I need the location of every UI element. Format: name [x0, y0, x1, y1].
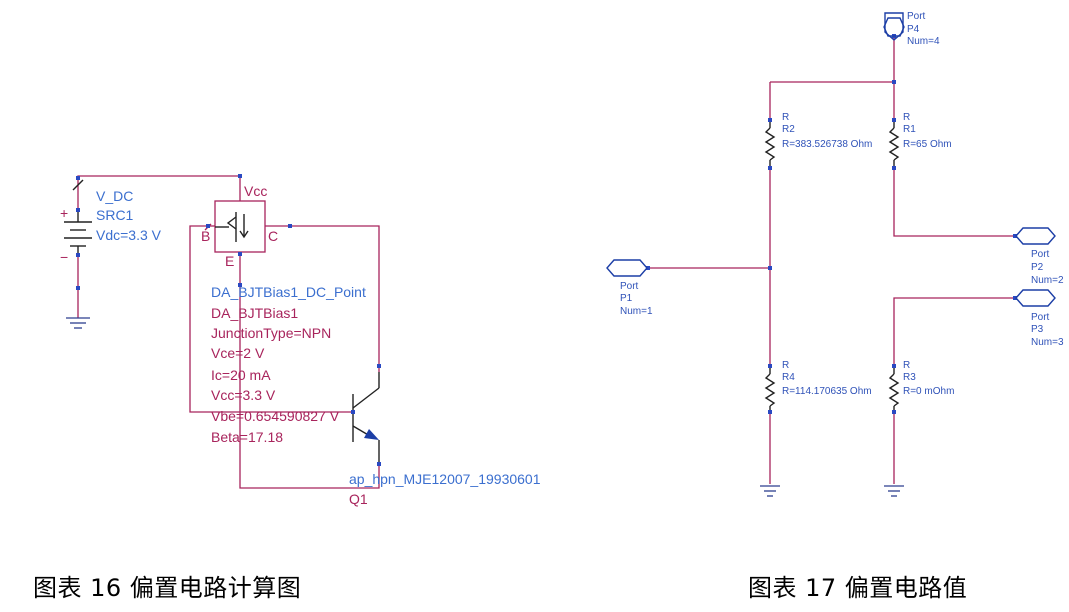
- r4-type-label: R: [782, 360, 789, 371]
- r2-type-label: R: [782, 112, 789, 123]
- npn-transistor[interactable]: [352, 372, 380, 465]
- r1-name-label: R1: [903, 124, 916, 135]
- r3-type-label: R: [903, 360, 910, 371]
- source-minus-sign: −: [60, 249, 68, 265]
- bias-param-junction: JunctionType=NPN: [211, 325, 331, 341]
- p4-name-label: P4: [907, 24, 920, 35]
- p3-type-label: Port: [1031, 312, 1050, 323]
- p3-name-label: P3: [1031, 324, 1044, 335]
- bias-param-vbe: Vbe=0.654590827 V: [211, 408, 340, 424]
- bias-param-name: DA_BJTBias1: [211, 305, 298, 321]
- port-p1[interactable]: [606, 259, 648, 277]
- bias-pin-e: E: [225, 253, 234, 269]
- bias-pin-vcc: Vcc: [244, 183, 267, 199]
- p1-type-label: Port: [620, 281, 639, 292]
- r2-value-label: R=383.526738 Ohm: [782, 139, 872, 150]
- bias-param-beta: Beta=17.18: [211, 429, 283, 445]
- p2-num-label: Num=2: [1031, 275, 1064, 286]
- resistor-r1[interactable]: [888, 120, 900, 168]
- resistor-r3[interactable]: [888, 366, 900, 412]
- source-name-label: SRC1: [96, 207, 134, 223]
- p3-num-label: Num=3: [1031, 337, 1064, 348]
- port-p2[interactable]: [1015, 227, 1056, 245]
- port-p3[interactable]: [1015, 289, 1056, 307]
- source-plus-sign: +: [60, 205, 68, 221]
- bias-pin-c: C: [268, 228, 278, 244]
- transistor-name-label: Q1: [349, 491, 368, 507]
- source-voltage-label: Vdc=3.3 V: [96, 227, 162, 243]
- bjt-bias-block[interactable]: [204, 200, 290, 253]
- p2-name-label: P2: [1031, 262, 1044, 273]
- bias-values-schematic: R R2 R=383.526738 Ohm R R1 R=65 Ohm R R4…: [606, 11, 1064, 497]
- bias-parameter-list: DA_BJTBias1_DC_Point DA_BJTBias1 Junctio…: [211, 284, 366, 445]
- right-wires: [648, 36, 1015, 484]
- ground-symbol: [760, 485, 780, 497]
- bias-pin-b: B: [201, 228, 210, 244]
- r4-name-label: R4: [782, 372, 795, 383]
- right-figure-caption: 图表 17 偏置电路值: [748, 574, 968, 602]
- bias-param-vcc: Vcc=3.3 V: [211, 387, 276, 403]
- left-figure-caption: 图表 16 偏置电路计算图: [33, 574, 302, 602]
- p4-num-label: Num=4: [907, 36, 940, 47]
- junction-dot: [768, 266, 772, 270]
- resistor-r4[interactable]: [764, 366, 776, 412]
- transistor-model-label: ap_hpn_MJE12007_19930601: [349, 471, 541, 487]
- bias-calculation-schematic: + − V_DC SRC1 Vdc=3.3 V Vcc B C E DA_BJT…: [60, 174, 541, 507]
- resistor-r2[interactable]: [764, 120, 776, 168]
- dc-voltage-source[interactable]: + −: [60, 179, 92, 265]
- left-wires: [77, 175, 380, 489]
- r4-value-label: R=114.170635 Ohm: [782, 386, 872, 397]
- r1-value-label: R=65 Ohm: [903, 139, 952, 150]
- junction-dot: [892, 80, 896, 84]
- bias-param-vce: Vce=2 V: [211, 345, 265, 361]
- source-type-label: V_DC: [96, 188, 133, 204]
- bias-param-ic: Ic=20 mA: [211, 367, 271, 383]
- ground-symbol: [884, 485, 904, 497]
- ground-symbol: [66, 317, 90, 329]
- right-pin-dots: [646, 34, 1017, 414]
- p2-type-label: Port: [1031, 249, 1050, 260]
- emitter-arrow-icon: [364, 429, 379, 440]
- r1-type-label: R: [903, 112, 910, 123]
- r2-name-label: R2: [782, 124, 795, 135]
- bias-param-instance: DA_BJTBias1_DC_Point: [211, 284, 366, 300]
- left-pin-dots: [76, 174, 381, 466]
- r3-value-label: R=0 mOhm: [903, 386, 954, 397]
- p4-type-label: Port: [907, 11, 926, 22]
- p1-num-label: Num=1: [620, 306, 653, 317]
- port-p4[interactable]: [883, 12, 905, 41]
- p1-name-label: P1: [620, 293, 633, 304]
- r3-name-label: R3: [903, 372, 916, 383]
